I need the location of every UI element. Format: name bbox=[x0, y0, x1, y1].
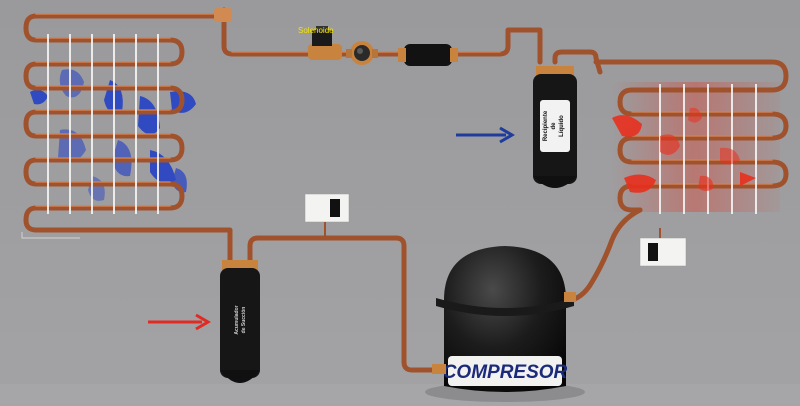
evaporator-coil bbox=[21, 13, 233, 265]
floor-band bbox=[0, 384, 800, 406]
pipe-fitting bbox=[214, 8, 232, 22]
compressor-label: COMPRESOR bbox=[443, 362, 568, 383]
condenser-hot-flow bbox=[612, 107, 756, 193]
filter-drier bbox=[398, 44, 458, 66]
discharge-line bbox=[569, 207, 643, 303]
liquid-receiver-label-1: Recipiente bbox=[543, 110, 549, 141]
suction-line bbox=[247, 235, 455, 373]
accumulator-label-2: de Succión bbox=[241, 307, 247, 334]
sight-glass bbox=[346, 41, 378, 65]
suction-accumulator: Acumulador de Succión bbox=[220, 260, 260, 383]
pressure-switch-high bbox=[639, 228, 687, 267]
pressure-switch-low bbox=[304, 193, 350, 240]
liquid-line: Solenoide bbox=[214, 7, 543, 66]
liquid-receiver-label-2: de bbox=[551, 122, 557, 130]
liquid-receiver-label-3: Líquido bbox=[559, 115, 565, 137]
solenoid-label: Solenoide bbox=[298, 26, 334, 35]
condenser-coil bbox=[593, 59, 789, 214]
accumulator-label-1: Acumulador bbox=[234, 305, 240, 334]
red-flow-arrow bbox=[148, 313, 211, 331]
blue-flow-arrow bbox=[456, 126, 515, 144]
compressor: COMPRESOR bbox=[425, 246, 585, 402]
solenoid-valve bbox=[308, 26, 342, 60]
liquid-receiver: Recipiente de Líquido bbox=[533, 49, 603, 188]
